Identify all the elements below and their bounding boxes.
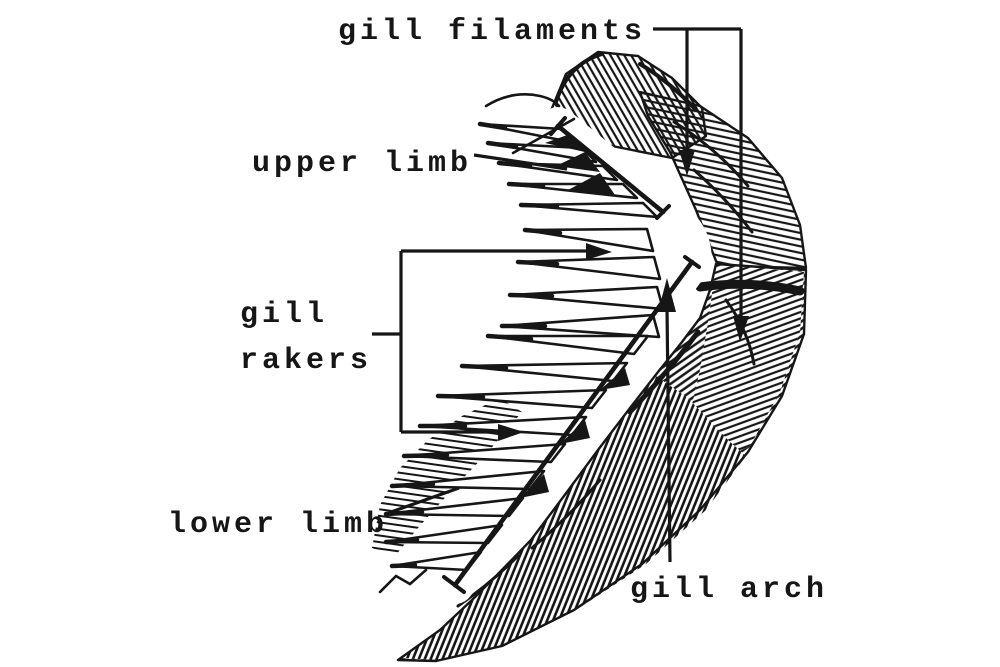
filament-fan-right — [640, 92, 806, 268]
gill-rakers-annotation: gill rakers — [240, 243, 612, 441]
gill-arch-label: gill arch — [630, 573, 828, 607]
gill-filaments-annotation: gill filaments — [338, 15, 749, 342]
gill-filaments-arrow-2 — [733, 316, 749, 342]
gill-rakers-label-line1: gill — [240, 298, 328, 332]
lower-limb-leader — [390, 486, 460, 514]
gill-rakers-arrow-lower — [498, 424, 524, 441]
gill-arch-annotation: gill arch — [630, 278, 828, 607]
lower-limb-annotation: lower limb — [168, 486, 460, 542]
gill-filaments-label: gill filaments — [338, 15, 646, 49]
filament-tail — [400, 376, 746, 660]
filament-fringe-inner — [372, 398, 522, 556]
upper-limb-label: upper limb — [252, 147, 472, 181]
gill-filaments-arrow-1 — [679, 150, 695, 176]
annotations: gill filaments upper limb gill rakers lo… — [168, 15, 828, 607]
gill-rakers-drawing — [383, 121, 665, 572]
lower-limb-bar — [452, 259, 695, 588]
upper-limb-leader — [473, 153, 568, 171]
gill-rakers-arrow-upper — [586, 243, 612, 260]
upper-limb-annotation: upper limb — [252, 147, 568, 181]
gill-filaments-drawing — [372, 50, 808, 663]
gill-rakers-label-line2: rakers — [240, 344, 372, 378]
gill-arch-arrow — [658, 278, 676, 312]
filament-swath-midright — [688, 264, 804, 464]
lower-limb-label: lower limb — [168, 508, 388, 542]
upper-limb-bar — [555, 123, 666, 215]
limb-bars-drawing — [378, 93, 701, 594]
